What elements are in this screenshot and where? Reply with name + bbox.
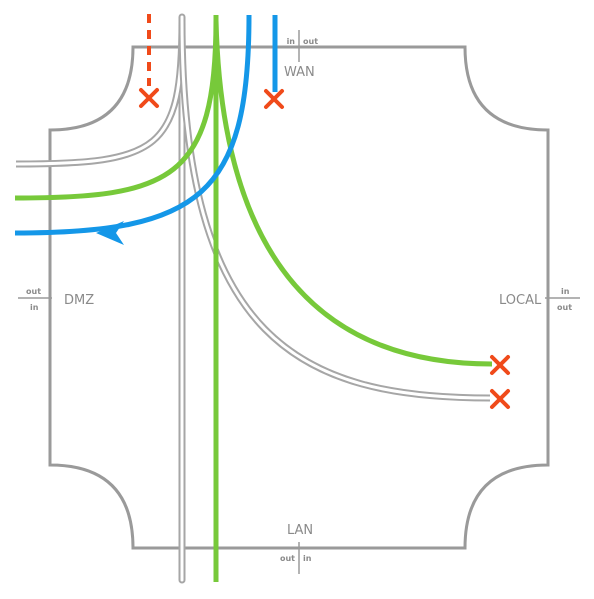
lan-in-label: in xyxy=(303,554,312,563)
local-in-label: in xyxy=(561,287,570,296)
wan-port: in out WAN xyxy=(284,30,318,80)
green-path-to-local xyxy=(213,19,493,367)
wan-out-label: out xyxy=(303,37,318,46)
arrow-left-icon xyxy=(96,221,124,245)
blocked-cross-icon xyxy=(490,355,510,375)
green-path-to-dmz xyxy=(14,19,219,201)
wan-label: WAN xyxy=(284,65,315,80)
blocked-cross-icon xyxy=(490,389,510,409)
lan-out-label: out xyxy=(280,554,295,563)
dmz-out-label: out xyxy=(26,287,41,296)
zone-boundary xyxy=(48,45,550,550)
local-out-label: out xyxy=(557,303,572,312)
lan-label: LAN xyxy=(287,523,313,538)
blocked-cross-icon xyxy=(264,89,284,109)
green-paths xyxy=(14,15,493,582)
tube-paths xyxy=(15,13,491,584)
blocked-cross-icon xyxy=(139,88,159,108)
local-label: LOCAL xyxy=(499,293,542,308)
lan-port: LAN out in xyxy=(280,523,313,574)
blue-path-to-dmz xyxy=(14,14,252,236)
tube-to-local xyxy=(178,19,491,402)
dmz-in-label: in xyxy=(30,303,39,312)
wan-in-label: in xyxy=(287,37,296,46)
dmz-port: out in DMZ xyxy=(18,287,94,312)
blue-paths xyxy=(14,14,278,236)
dmz-label: DMZ xyxy=(64,293,94,308)
local-port: in out LOCAL xyxy=(499,287,580,312)
